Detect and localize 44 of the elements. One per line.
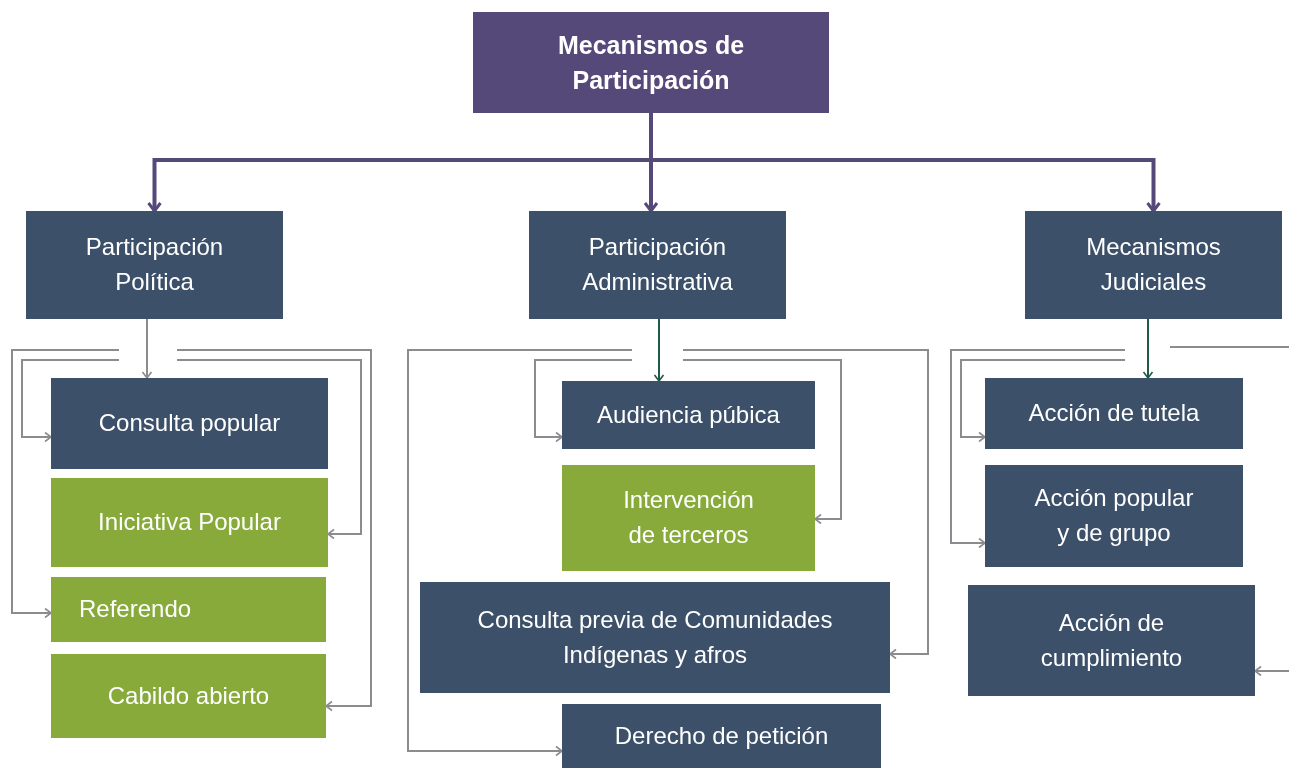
- box-label: Mecanismos de Participación: [556, 29, 746, 96]
- box-label: Iniciativa Popular: [98, 507, 281, 538]
- process-box: [985, 378, 1243, 449]
- arrow: [960, 359, 1126, 443]
- box-label: Acción de cumplimiento: [1039, 607, 1184, 673]
- process-box: [1025, 211, 1282, 319]
- process-box: [51, 654, 326, 738]
- box-label: Consulta popular: [98, 408, 281, 439]
- arrow: [682, 349, 929, 660]
- process-box: [529, 211, 786, 319]
- box-label: Cabildo abierto: [107, 680, 270, 711]
- arrow: [176, 359, 362, 540]
- process-box: [985, 465, 1243, 567]
- arrow: [1169, 346, 1289, 677]
- arrow: [534, 359, 633, 443]
- box-label: Referendo: [79, 594, 192, 625]
- box-label: Participación Administrativa: [581, 232, 734, 297]
- box-label: Intervención de terceros: [622, 485, 755, 550]
- arrow: [176, 349, 372, 712]
- process-box: [420, 582, 890, 693]
- title-box: [473, 12, 829, 113]
- process-box: [51, 577, 326, 642]
- box-label: Audiencia púbica: [597, 399, 780, 430]
- arrow: [653, 318, 665, 382]
- arrow: [21, 359, 120, 443]
- process-box: [51, 378, 328, 469]
- arrow: [1142, 318, 1154, 379]
- process-box: [562, 465, 815, 571]
- process-box: [26, 211, 283, 319]
- box-label: Participación Política: [84, 232, 225, 297]
- box-label: Derecho de petición: [614, 720, 829, 751]
- process-box: [562, 704, 881, 768]
- box-label: Consulta previa de Comunidades Indígenas y afros: [476, 604, 834, 670]
- arrow: [950, 349, 1126, 549]
- process-box: [51, 478, 328, 567]
- arrow: [141, 318, 153, 379]
- process-box: [562, 381, 815, 449]
- process-box: [968, 585, 1255, 696]
- arrow: [682, 359, 842, 525]
- box-label: Acción popular y de grupo: [1033, 483, 1195, 548]
- box-label: Acción de tutela: [1028, 398, 1200, 429]
- arrow: [407, 349, 633, 757]
- box-label: Mecanismos Judiciales: [1085, 232, 1222, 297]
- arrow: [11, 349, 120, 619]
